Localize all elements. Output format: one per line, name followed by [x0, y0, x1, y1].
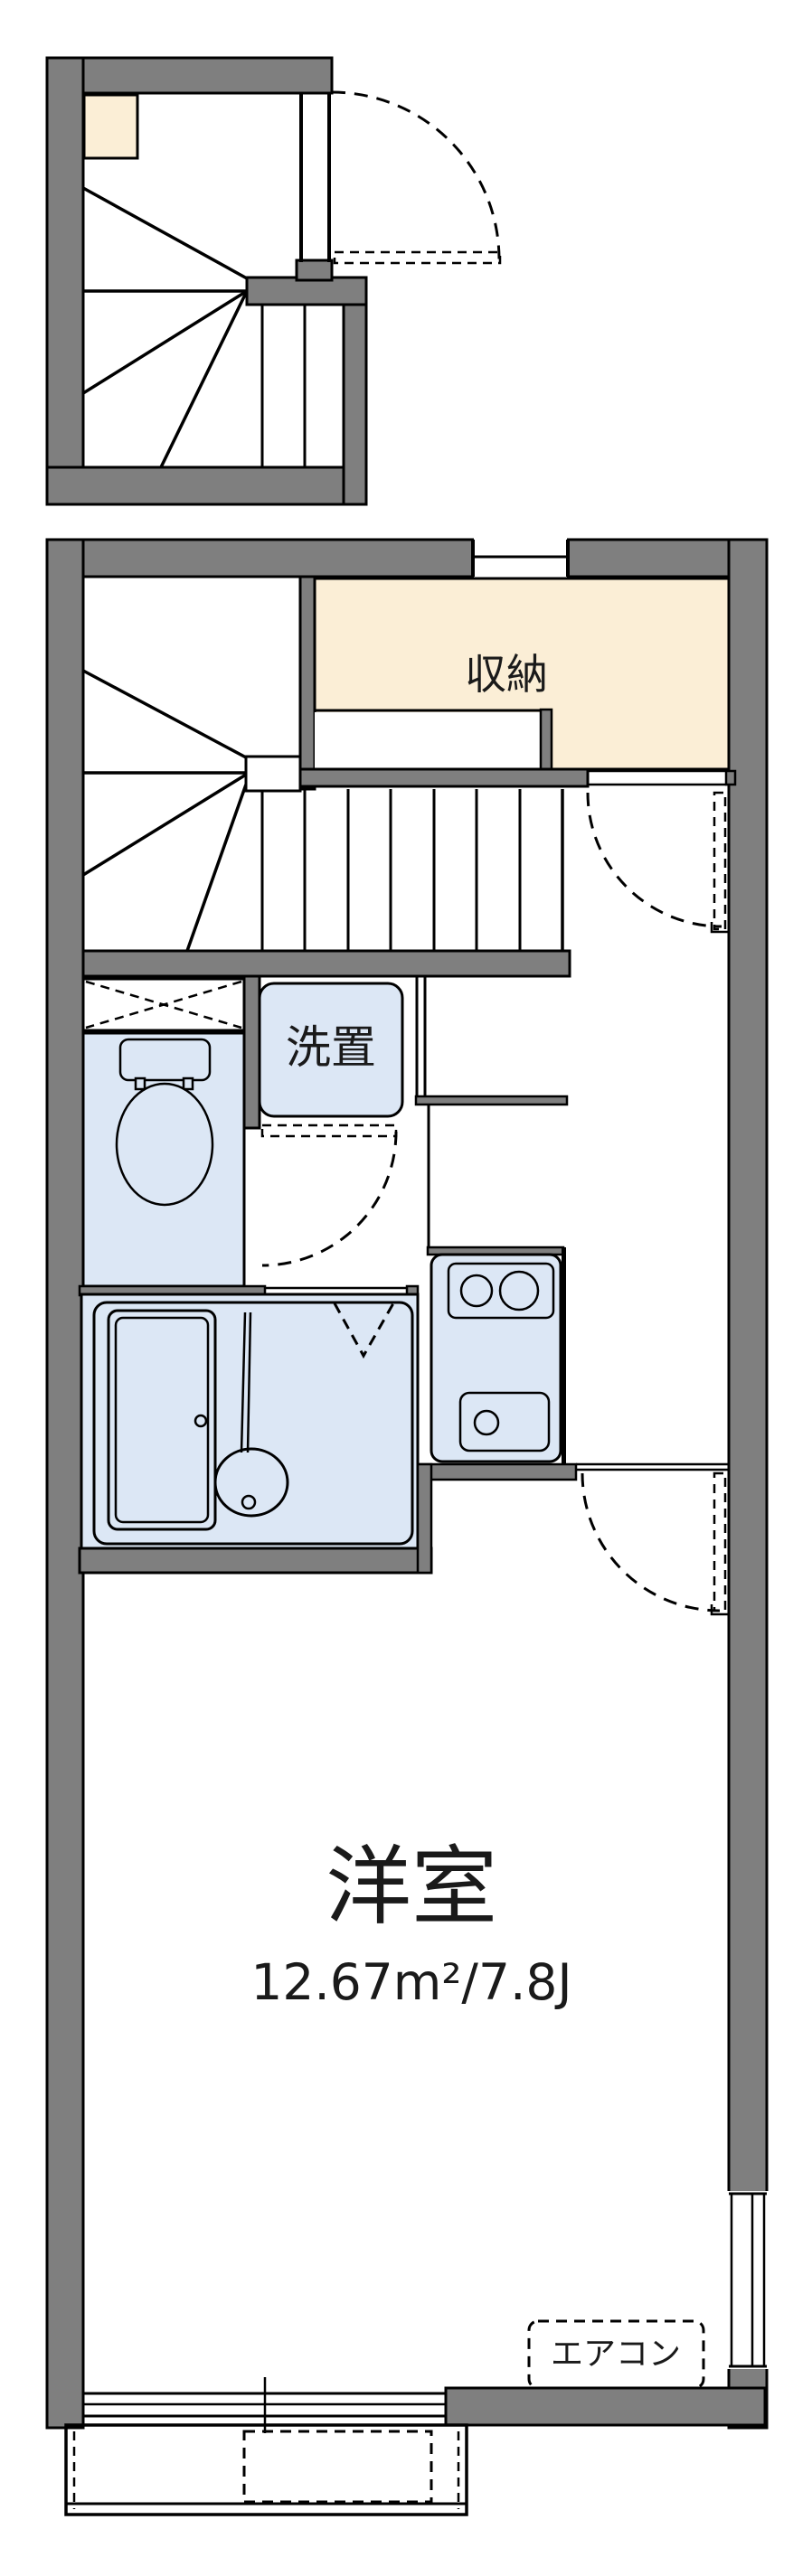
upper-left-wall [45, 56, 85, 506]
upper-door-swing-arc [331, 90, 501, 260]
toilet-door-leaf [260, 1123, 398, 1138]
stair-tread-line [82, 289, 248, 395]
stair-tread-line [159, 290, 249, 468]
closet-front-recess [315, 712, 541, 769]
aircon-label: エアコン [551, 2336, 681, 2373]
main-room-area-text: 12.67m²/7.8J [250, 1953, 571, 2011]
main-bottom-wall [444, 2386, 767, 2427]
main-room-label: 洋室 [326, 1838, 497, 1937]
kitchen-sink [458, 1391, 551, 1453]
stair-tread-line [82, 669, 247, 759]
washer-pan [258, 982, 404, 1118]
room-door-leaf [713, 1471, 727, 1612]
toilet-door-swing-arc [261, 1131, 398, 1267]
washer-label: 洗置 [286, 1021, 376, 1074]
stove-burner [498, 1270, 540, 1312]
stair-tread-line [185, 784, 248, 952]
bath-unit-outline [92, 1301, 414, 1546]
hatch-cross-line [85, 980, 242, 1029]
upper-right-wall [342, 303, 368, 506]
right-window-gap [727, 2191, 769, 2369]
main-top-wall [45, 538, 769, 578]
closet-label: 収納 [465, 650, 548, 699]
closet-bottom-wall [298, 767, 590, 788]
upper-door-jamb-wall [295, 259, 334, 282]
hall-door-leaf [713, 791, 727, 931]
kitchen-bottom-wall [416, 1462, 578, 1481]
main-staircase [81, 669, 571, 978]
toilet-hinge [182, 1076, 194, 1091]
aircon-box [527, 2319, 705, 2390]
bath-bottom-wall [78, 1547, 433, 1575]
main-building-walls [45, 537, 769, 2430]
stair-closet-divider-wall [298, 575, 316, 791]
upper-door-leaf [333, 250, 502, 265]
upper-doorway-edge-left [299, 93, 303, 262]
bathtub-inner [114, 1316, 210, 1524]
stove-burner [459, 1274, 494, 1308]
bathtub-drain [194, 1414, 208, 1428]
main-left-wall [45, 538, 85, 2430]
main-right-wall-upper [727, 538, 769, 2196]
stair-tread-line [82, 773, 247, 877]
toilet-bowl [115, 1082, 214, 1207]
hall-door-leaf-stop [710, 922, 729, 934]
kitchen-side-wall-line [562, 1247, 566, 1464]
bath-basin-drain [241, 1494, 257, 1510]
stair-bottom-wall [81, 949, 571, 978]
bath-folding-door-swing [333, 1302, 395, 1359]
hall-door-swing-arc [586, 792, 722, 928]
bath-kitchen-junction-wall [416, 1462, 433, 1575]
toilet-tank [118, 1038, 212, 1082]
stair-tread-line [82, 186, 248, 280]
bath-door-line [240, 1312, 247, 1453]
stair-newel-box [244, 755, 302, 793]
bathroom-area [78, 1284, 433, 1575]
balcony-dashed-zone [242, 2430, 433, 2504]
upper-top-wall [45, 56, 334, 95]
toilet-washer-area: 洗置 [81, 974, 569, 1288]
bath-door-line [246, 1312, 252, 1453]
bathtub-outer [107, 1309, 217, 1531]
closet-area: 収納 [298, 575, 737, 934]
closet-door-hinge-stub [724, 769, 737, 786]
bath-basin [213, 1447, 289, 1518]
upper-doorway-edge-right [327, 93, 331, 262]
balcony-area [64, 2423, 468, 2516]
toilet-hinge [134, 1076, 146, 1091]
toilet-side-wall [242, 974, 261, 1130]
room-door-leaf-stop [710, 1604, 729, 1616]
upper-bottom-wall [45, 465, 368, 506]
room-door-swing-arc [581, 1472, 721, 1612]
kitchen-area [416, 1246, 578, 1575]
upper-corner-pad [82, 93, 139, 160]
upper-stair-structure [45, 56, 502, 506]
closet-stub-wall [539, 708, 553, 775]
main-room-area: 洋室 12.67m²/7.8J エアコン [81, 1462, 729, 2433]
sink-drain [473, 1409, 500, 1436]
balcony-outline [64, 2423, 468, 2516]
hall-partition-bar [414, 1095, 569, 1106]
